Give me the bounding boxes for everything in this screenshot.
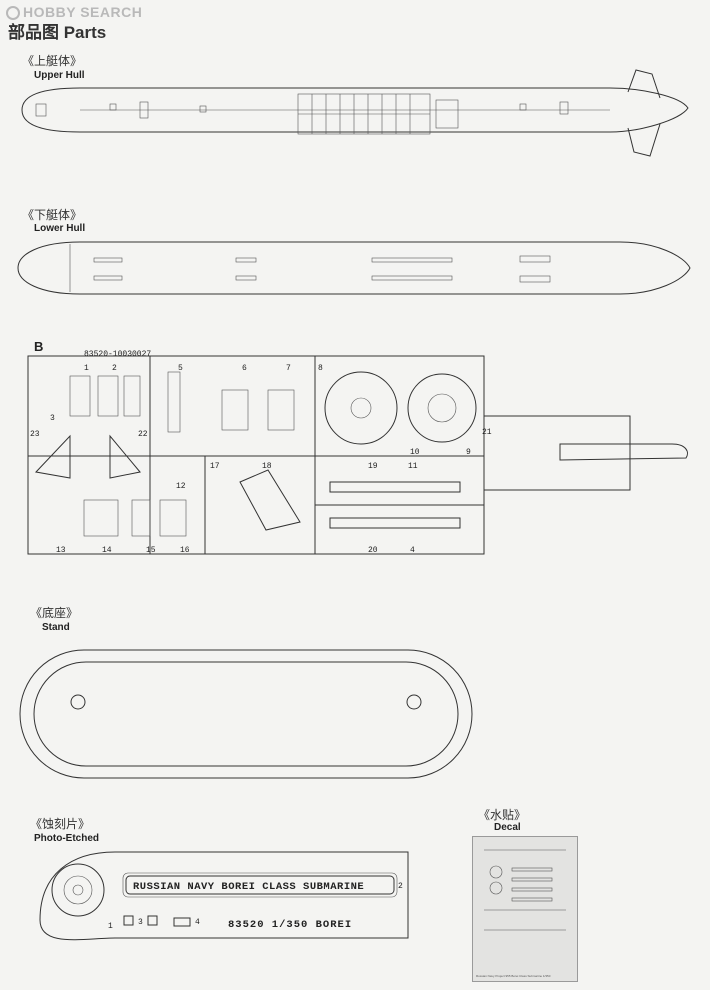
sprue-code-text: 83520-10030027: [84, 350, 151, 359]
pe-banner-text: RUSSIAN NAVY BOREI CLASS SUBMARINE: [133, 881, 364, 893]
page-title: 部品图 Parts: [8, 23, 107, 42]
decal-label-en: Decal: [494, 822, 521, 833]
part-number: 20: [368, 546, 378, 555]
pe-label-cn: 《蚀刻片》: [30, 817, 91, 831]
pe-part-number: 4: [195, 918, 200, 927]
part-number: 22: [138, 430, 148, 439]
part-number: 13: [56, 546, 66, 555]
pe-part-number: 2: [398, 882, 403, 891]
pe-code-text: 83520 1/350 BOREI: [228, 919, 352, 931]
part-number: 21: [482, 428, 492, 437]
photo-etched-fret: RUSSIAN NAVY BOREI CLASS SUBMARINE 83520…: [39, 851, 409, 941]
sprue-b-frame: 83520-10030027: [27, 350, 688, 555]
upper-hull-drawing: [21, 69, 689, 157]
part-number: 18: [262, 462, 272, 471]
pe-part-number: 3: [138, 918, 143, 927]
lower-hull-drawing: [17, 241, 691, 295]
part-number: 5: [178, 364, 183, 373]
upper-hull-label-cn: 《上艇体》: [22, 54, 83, 68]
part-number: 16: [180, 546, 190, 555]
part-number: 11: [408, 462, 418, 471]
stand-label-cn: 《底座》: [30, 606, 79, 620]
part-number: 15: [146, 546, 156, 555]
part-number: 6: [242, 364, 247, 373]
part-number: 10: [410, 448, 420, 457]
part-number: 4: [410, 546, 415, 555]
part-number: 1: [84, 364, 89, 373]
decal-label-cn: 《水贴》: [478, 808, 527, 822]
logo-icon: [6, 6, 20, 20]
watermark-logo: HOBBY SEARCH: [6, 4, 142, 20]
pe-part-number: 1: [108, 922, 113, 931]
part-number: 19: [368, 462, 378, 471]
lower-hull-label-cn: 《下艇体》: [22, 208, 83, 222]
decal-art: [484, 849, 566, 931]
pe-label-en: Photo-Etched: [34, 833, 99, 844]
decal-footer-text: Russian Navy Project 955 Borei Class Sub…: [476, 974, 551, 978]
part-number: 17: [210, 462, 220, 471]
sprue-letter: B: [34, 339, 44, 354]
stand-label-en: Stand: [42, 622, 70, 633]
part-number: 3: [50, 414, 55, 423]
sprue-part-numbers: 1 2 3 4 5 6 7 8 9 10 11 12 13 14 15 16 1…: [30, 364, 492, 555]
part-number: 9: [466, 448, 471, 457]
decal-sheet: Russian Navy Project 955 Borei Class Sub…: [472, 836, 578, 982]
lower-hull-label-en: Lower Hull: [34, 223, 86, 234]
part-number: 12: [176, 482, 186, 491]
part-number: 7: [286, 364, 291, 373]
part-number: 23: [30, 430, 40, 439]
stand-drawing: [19, 649, 473, 779]
part-number: 8: [318, 364, 323, 373]
upper-hull-label-en: Upper Hull: [34, 70, 85, 81]
part-number: 14: [102, 546, 112, 555]
part-number: 2: [112, 364, 117, 373]
